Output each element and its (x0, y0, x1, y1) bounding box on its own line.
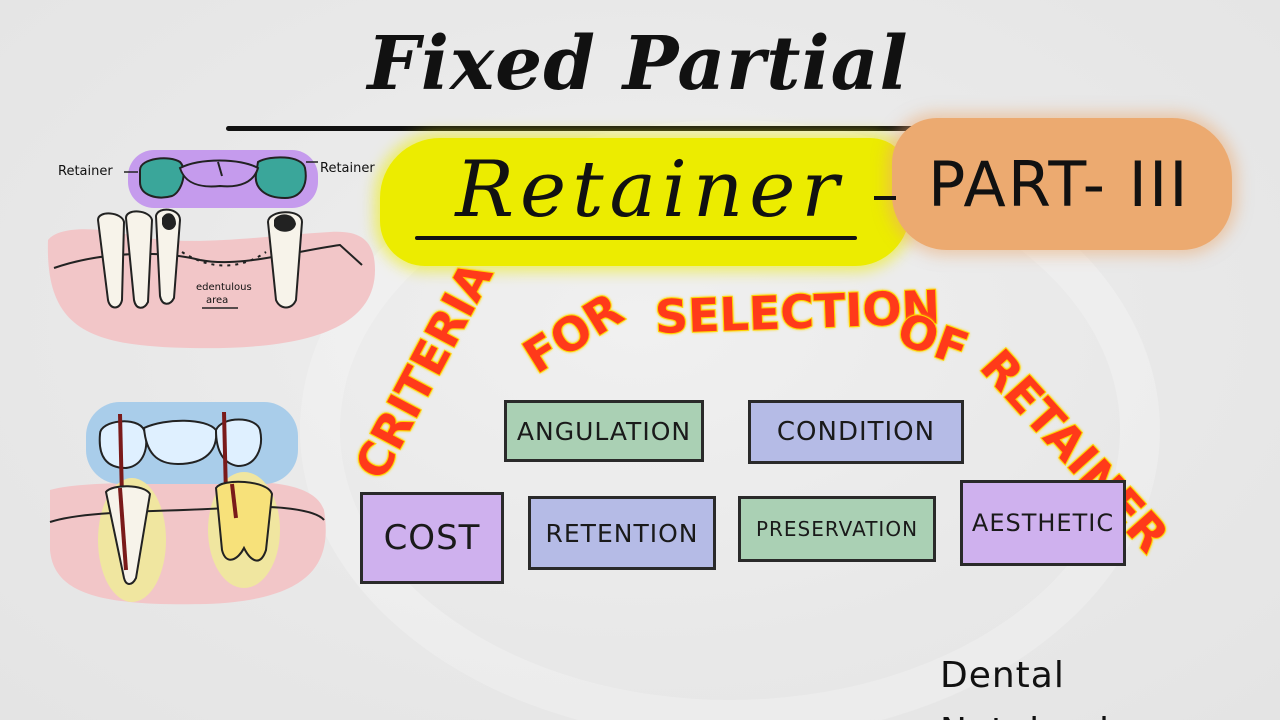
criterion-aesthetic-box: AESTHETIC (960, 480, 1126, 566)
bridge-diagram-bottom (49, 402, 326, 605)
retainer-right-label: Retainer (320, 161, 375, 176)
criterion-aesthetic-label: AESTHETIC (971, 509, 1115, 537)
page-title: Fixed Partial Denture (367, 21, 909, 227)
brand-signature: Dental Notebook (940, 655, 1120, 720)
bridge-diagram-top: Retainer Retainer edentulous area (47, 150, 375, 349)
retainer-left-label: Retainer (58, 164, 113, 179)
criterion-angulation-box: ANGULATION (504, 400, 704, 462)
subtitle-highlight (380, 138, 910, 266)
edentulous-label-line1: edentulous (196, 282, 252, 293)
pontic (178, 159, 260, 188)
criterion-cost-label: COST (383, 518, 481, 558)
subtitle-dash (874, 196, 896, 200)
title-underline (226, 126, 1046, 131)
criterion-condition-label: CONDITION (776, 417, 936, 447)
criterion-preservation-label: PRESERVATION (755, 517, 919, 541)
subtitle: Retainer (455, 145, 845, 235)
criterion-retention-label: RETENTION (545, 518, 699, 548)
criterion-retention-box: RETENTION (528, 496, 716, 570)
criterion-angulation-label: ANGULATION (516, 416, 692, 446)
part-label: PART- III (928, 148, 1190, 221)
criterion-condition-box: CONDITION (748, 400, 964, 464)
right-retainer-crown (254, 156, 307, 200)
left-retainer-crown (139, 157, 185, 199)
subtitle-underline (415, 236, 857, 240)
edentulous-label-line2: area (206, 295, 228, 306)
gum-shape-bottom (50, 481, 326, 605)
criterion-cost-box: COST (360, 492, 504, 584)
criterion-preservation-box: PRESERVATION (738, 496, 936, 562)
part-highlight (892, 118, 1232, 250)
